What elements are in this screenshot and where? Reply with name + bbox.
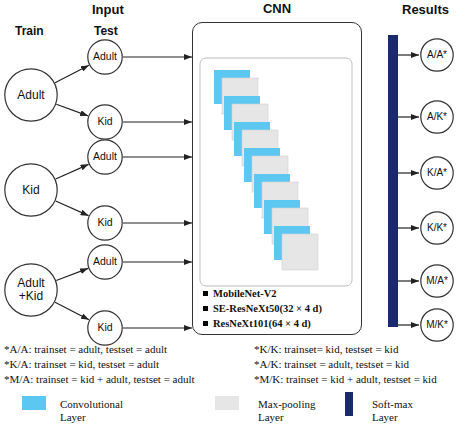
connector-arrow [55,302,89,319]
legend-text: Max-pooling Layer [258,398,330,424]
softmax-output-arrows [398,55,419,325]
connector-arrow [123,56,192,57]
legend-text: Convolutional Layer [60,398,132,424]
connector-arrow [123,121,192,122]
test-set-circle: Adult [87,39,123,75]
node-label: K/K* [420,211,454,245]
result-circle: M/K* [420,308,454,342]
result-circle: A/K* [420,100,454,134]
layer-stack [214,70,318,270]
result-circle: K/A* [420,156,454,190]
column-subheading: Test [94,24,118,38]
connector-arrow [56,104,88,116]
softmax-swatch [345,392,353,416]
test-set-circle: Kid [87,104,123,140]
footnote: *A/K: trainset = adult, testset = kid [254,358,409,370]
node-label: K/A* [420,156,454,190]
test-set-circle: Adult [87,139,123,175]
test-set-circle: Kid [87,205,123,241]
cnn-heading: CNN [193,1,361,16]
node-label: Kid [87,104,123,140]
footnote: *A/A: trainset = adult, testset = adult [4,343,167,355]
train-set-circle: Kid [4,163,58,217]
model-name: MobileNet-V2 [201,286,322,301]
result-circle: K/K* [420,211,454,245]
connector-arrow [55,65,89,82]
connector-arrow [56,164,89,179]
node-label: A/K* [420,100,454,134]
train-set-circle: Adult +Kid [4,263,58,317]
cnn-box: CNNMobileNet-V2SE-ResNeXt50(32 × 4 d)Res… [192,22,362,335]
node-label: Adult [87,139,123,175]
connector-arrow [123,222,192,223]
footnote: *K/K: trainset= kid, testset = kid [254,343,398,355]
node-label: Adult [87,244,123,280]
column-heading: Results [402,2,449,17]
connector-arrow [56,201,89,216]
node-label: Adult [4,68,58,122]
node-label: Adult [87,39,123,75]
convolutional-swatch [22,396,46,410]
node-label: Kid [87,205,123,241]
node-label: M/K* [420,308,454,342]
legend-text: Soft-max Layer [372,398,432,424]
softmax-bar [388,35,398,327]
column-heading: Input [92,2,124,17]
train-set-circle: Adult [4,68,58,122]
footnote: *M/K: trainset = kid + adult, testset = … [254,373,437,385]
node-label: M/A* [420,264,454,298]
connector-arrow [123,327,192,328]
max-pooling-swatch [215,396,239,410]
node-label: Kid [4,163,58,217]
connector-arrow [123,261,192,262]
column-subheading: Train [15,24,44,38]
node-label: Kid [87,310,123,346]
layer-stack-frame [200,58,352,286]
test-set-circle: Adult [87,244,123,280]
connector-arrow [123,156,192,157]
connector-arrow [56,268,88,280]
model-list: MobileNet-V2SE-ResNeXt50(32 × 4 d)ResNeX… [201,286,322,331]
model-name: SE-ResNeXt50(32 × 4 d) [201,301,322,316]
result-circle: A/A* [420,38,454,72]
node-label: Adult +Kid [4,263,58,317]
node-label: A/A* [420,38,454,72]
test-set-circle: Kid [87,310,123,346]
result-circle: M/A* [420,264,454,298]
footnote: *K/A: trainset = kid, testset = adult [4,358,159,370]
model-name: ResNeXt101(64 × 4 d) [201,316,322,331]
footnote: *M/A: trainset = kid + adult, testset = … [4,373,195,385]
